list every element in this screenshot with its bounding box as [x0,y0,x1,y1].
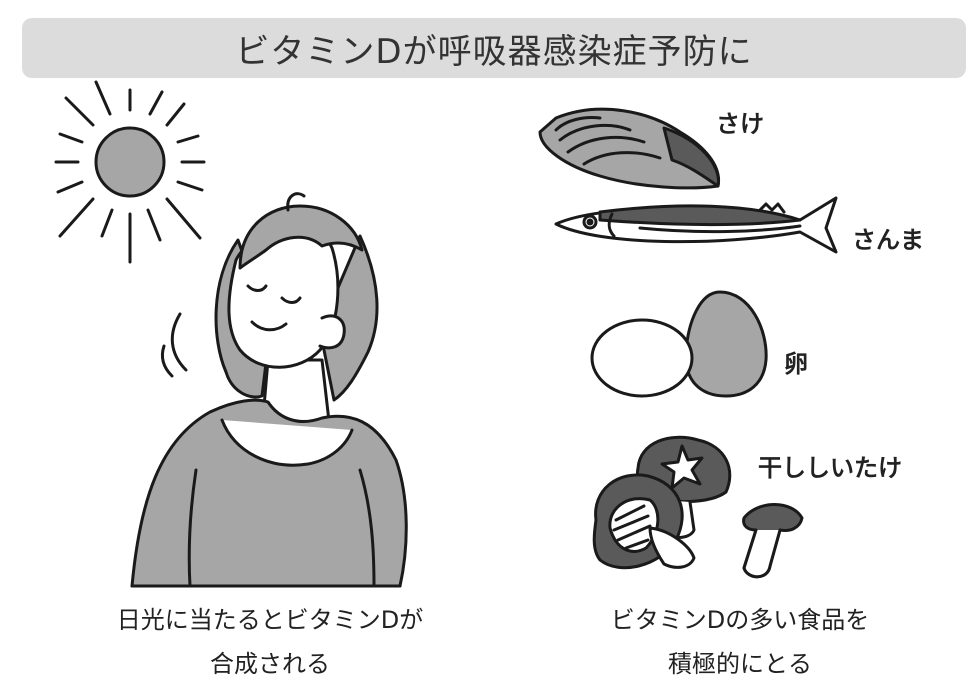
egg-icon [590,290,768,398]
saury-icon [554,196,838,254]
shiitake-icon [592,435,804,579]
caption-left-line2: 合成される [210,650,330,678]
sun-icon [54,80,206,264]
food-label-saury: さんま [852,226,924,254]
woman-figure [130,192,408,588]
food-label-shiitake: 干ししいたけ [758,454,902,482]
title-banner: ビタミンDが呼吸器感染症予防に [22,18,966,78]
caption-right-line2: 積極的にとる [668,650,812,678]
food-label-salmon: さけ [716,110,764,138]
caption-right: ビタミンDの多い食品を 積極的にとる [560,598,920,686]
caption-left-line1: 日光に当たるとビタミンDが [116,606,424,634]
caption-right-line1: ビタミンDの多い食品を [610,606,870,634]
caption-left: 日光に当たるとビタミンDが 合成される [60,598,480,686]
page-title: ビタミンDが呼吸器感染症予防に [235,31,753,72]
food-label-egg: 卵 [784,350,808,378]
salmon-icon [538,107,721,190]
